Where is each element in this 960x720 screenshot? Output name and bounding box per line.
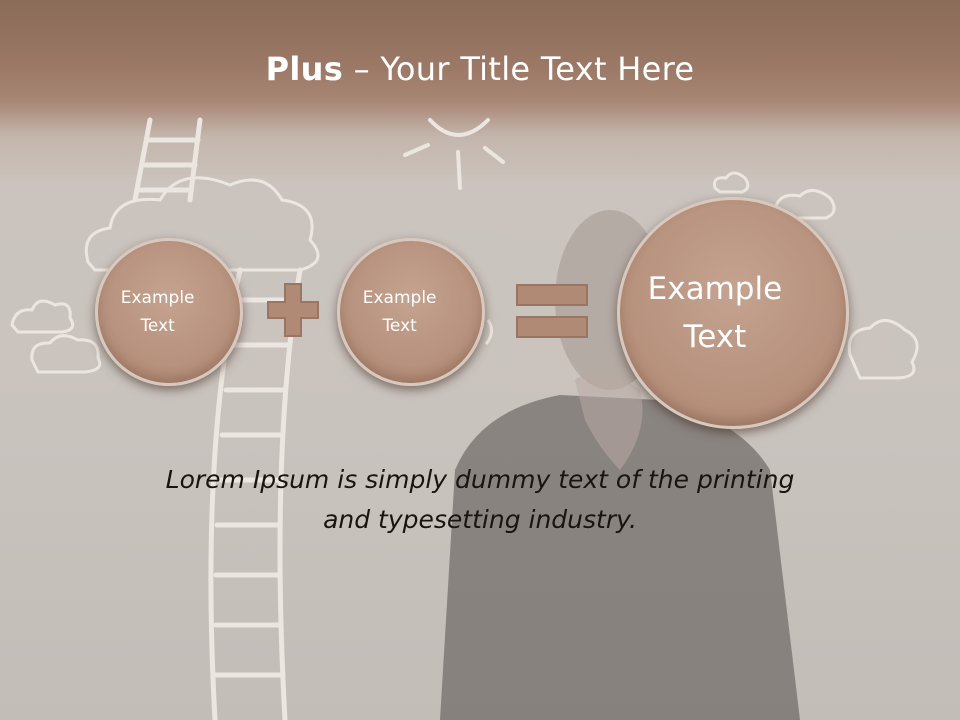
ladder-icon (132, 117, 303, 720)
cloud-icons (10, 171, 919, 380)
slide-title-rest: – Your Title Text Here (343, 50, 695, 88)
circle-middle-line1: Example (362, 288, 437, 308)
caption-text: Lorem Ipsum is simply dummy text of the … (100, 460, 860, 540)
equals-icon (516, 284, 588, 338)
circle-left-line1: Example (120, 288, 195, 308)
sun-icon (403, 118, 505, 190)
circle-left-line2: Text (140, 316, 175, 336)
circle-result-line1: Example (647, 271, 783, 307)
plus-icon (267, 283, 319, 337)
circle-result-line2: Text (683, 319, 747, 355)
circle-middle-line2: Text (382, 316, 417, 336)
slide-title: Plus – Your Title Text Here (0, 50, 960, 88)
caption-line2: and typesetting industry. (323, 505, 637, 534)
caption-line1: Lorem Ipsum is simply dummy text of the … (165, 465, 795, 494)
slide-title-bold: Plus (265, 50, 344, 88)
